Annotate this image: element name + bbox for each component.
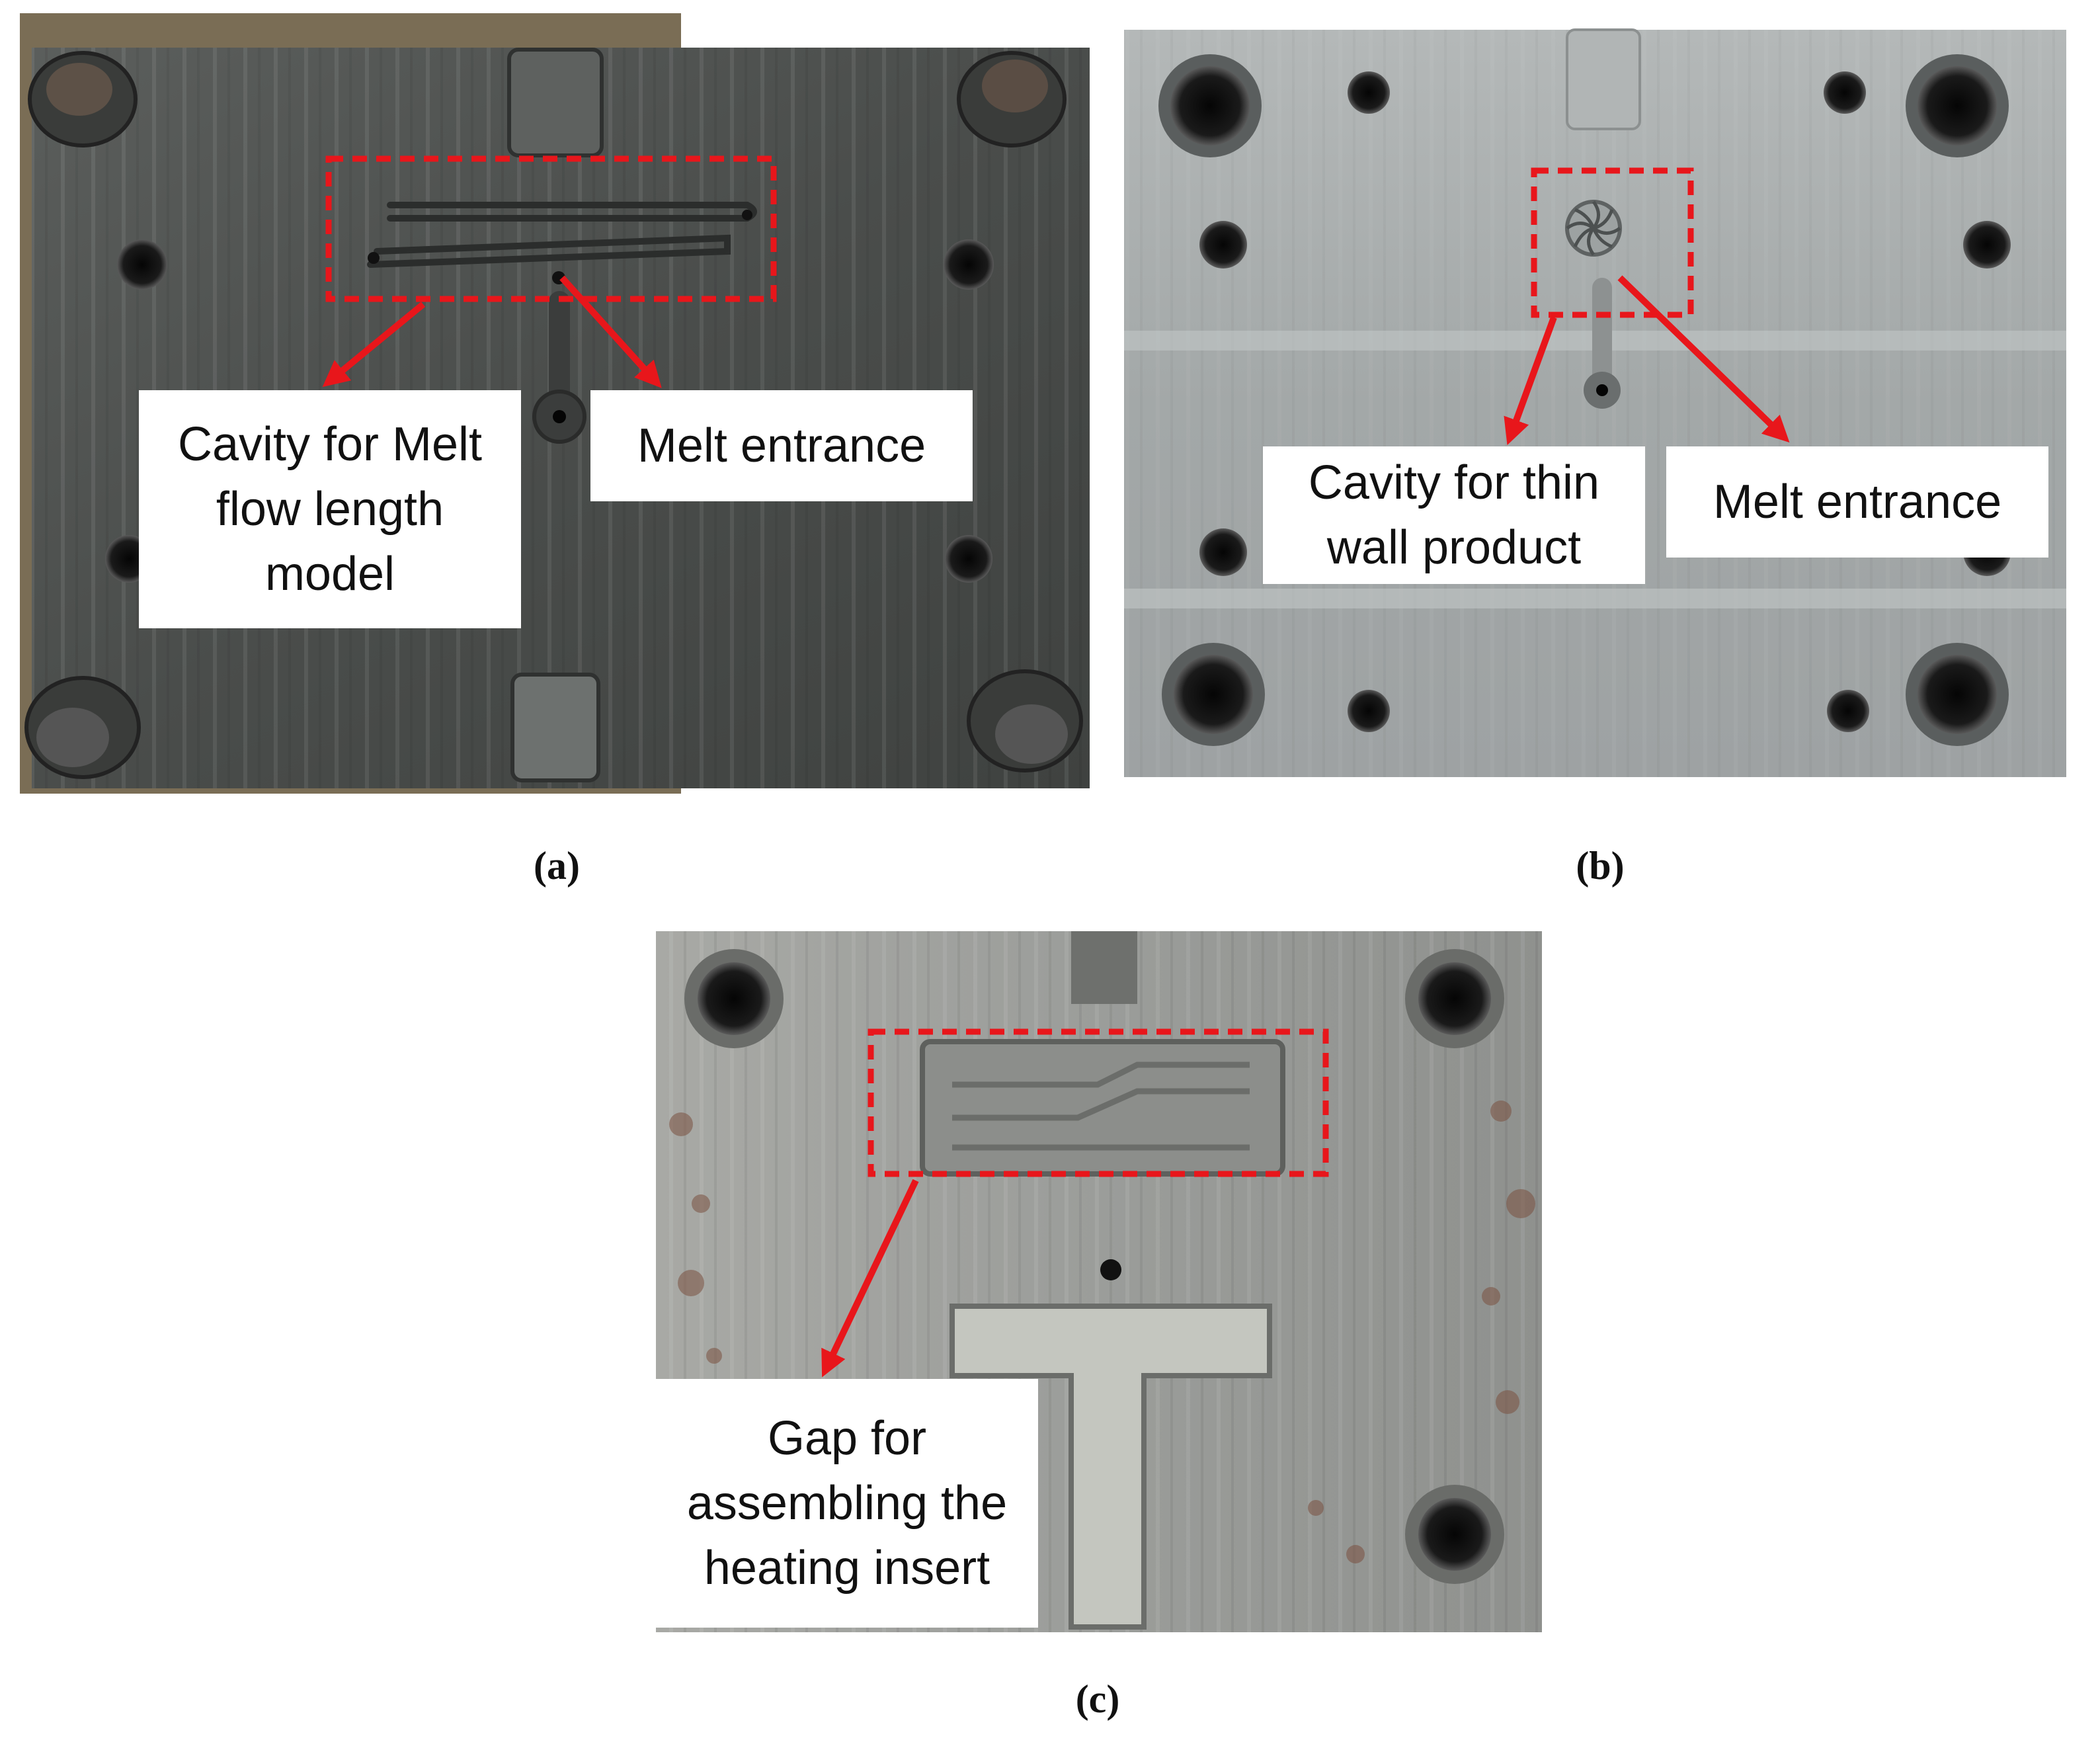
panel-b-cavity-callout: Cavity for thin wall product	[1263, 446, 1645, 584]
panel-a-cavity-callout: Cavity for Melt flow length model	[139, 390, 521, 628]
panel-b-photo	[1124, 28, 2066, 777]
panel-a-entrance-callout: Melt entrance	[590, 390, 973, 501]
panel-a-label: (a)	[534, 844, 580, 888]
panel-b-highlight-box	[1531, 167, 1694, 318]
panel-b-cavity-arrow	[1504, 316, 1557, 446]
panel-a-cavity-arrow	[322, 302, 426, 388]
panel-c-gap-arrow	[821, 1179, 919, 1378]
panel-a-entrance-arrow	[559, 275, 662, 388]
panel-a-highlight-box	[325, 155, 777, 302]
panel-c-highlight-box	[868, 1028, 1329, 1177]
panel-b-entrance-arrow	[1617, 275, 1790, 443]
panel-b-entrance-callout: Melt entrance	[1666, 446, 2048, 558]
panel-c-label: (c)	[1075, 1677, 1120, 1721]
panel-b-label: (b)	[1576, 844, 1625, 888]
panel-c-gap-callout: Gap for assembling the heating insert	[656, 1379, 1038, 1628]
